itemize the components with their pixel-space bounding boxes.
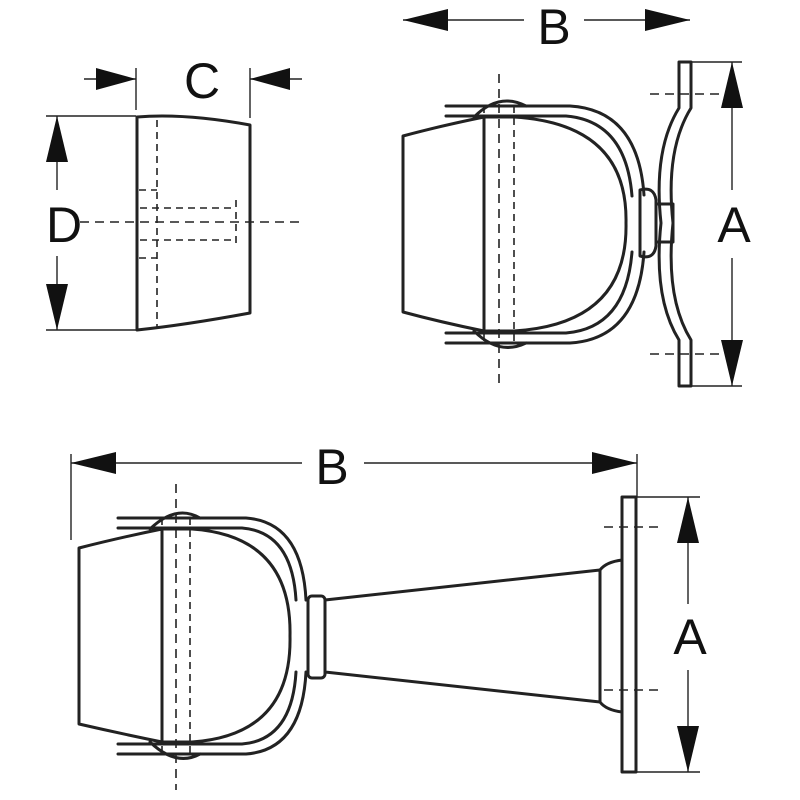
dimension-top-a: A	[692, 61, 751, 387]
roller-side-view	[80, 114, 300, 332]
dimension-c-label: C	[184, 53, 220, 109]
dimension-bottom-a-bottom-arrow	[677, 726, 699, 772]
dimension-bottom-b-left-arrow	[71, 452, 116, 474]
dimension-top-b-label: B	[537, 0, 570, 55]
dimension-top-b-right-arrow	[645, 9, 690, 31]
dimension-c: C	[84, 53, 302, 118]
dimension-top-b-left-arrow	[403, 9, 448, 31]
dimension-top-a-bottom-arrow	[721, 340, 743, 386]
dimension-bottom-a-top-arrow	[677, 497, 699, 543]
bracket-mount-view	[401, 60, 722, 388]
dimension-c-right-arrow	[250, 68, 290, 90]
dimension-bottom-b: B	[70, 439, 638, 540]
dimension-d-top-arrow	[46, 116, 68, 162]
dimension-bottom-b-label: B	[315, 439, 348, 495]
extended-arm-view	[77, 484, 660, 790]
dimension-bottom-b-right-arrow	[592, 452, 637, 474]
dimension-d-label: D	[46, 197, 82, 253]
dimension-top-b: B	[403, 0, 690, 55]
dimension-c-left-arrow	[96, 68, 136, 90]
dimension-d: D	[46, 115, 136, 331]
dimension-bottom-a-label: A	[673, 609, 707, 665]
dimension-top-a-label: A	[717, 197, 751, 253]
dimension-bottom-a: A	[637, 496, 707, 773]
dimension-top-a-top-arrow	[721, 62, 743, 108]
dimension-d-bottom-arrow	[46, 284, 68, 330]
